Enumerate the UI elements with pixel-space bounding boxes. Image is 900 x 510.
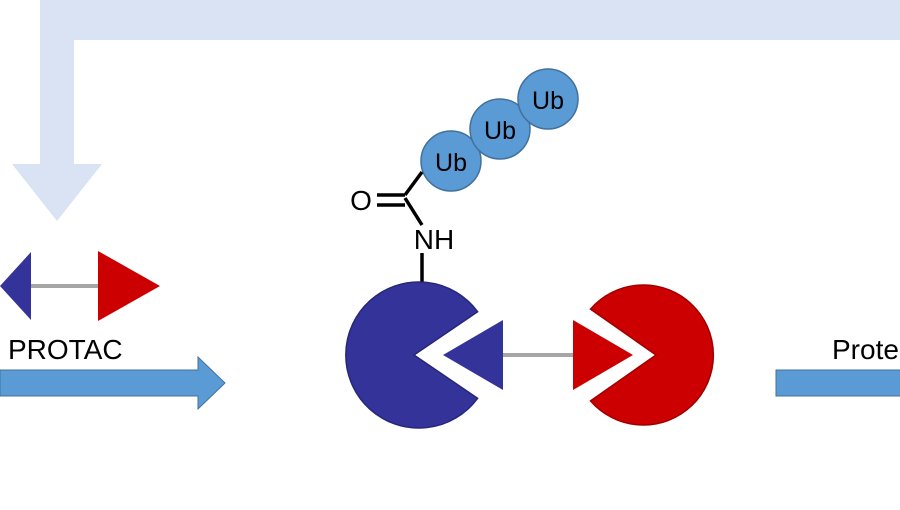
free-protac: [0, 251, 160, 321]
ubiquitin-bead: [420, 130, 482, 192]
ubiquitin-label: Ub: [435, 149, 467, 177]
recycle-arrow: [12, 0, 900, 221]
target-ligand-triangle: [573, 320, 633, 390]
ubiquitin-chain: Ub Ub Ub: [420, 68, 579, 192]
ubiquitin-label: Ub: [532, 87, 564, 115]
e3-ligand-triangle: [443, 320, 503, 390]
ubiquitin-label: Ub: [484, 117, 516, 145]
amide-bonds: [377, 170, 424, 285]
target-protein-shape: [589, 284, 715, 426]
nh-group-label: NH: [414, 224, 454, 255]
target-ligand-triangle: [98, 251, 160, 321]
protac-label: PROTAC: [8, 334, 123, 365]
bound-protac: [443, 320, 633, 390]
e3-ligand-triangle: [0, 252, 31, 320]
ubiquitin-bead: [469, 98, 531, 160]
right-process-arrow: [775, 369, 900, 397]
e3-ligase-shape: [345, 281, 479, 429]
left-process-arrow: [0, 355, 226, 411]
proteasome-label: Prote: [832, 334, 899, 365]
oxygen-atom-label: O: [350, 185, 372, 216]
ubiquitin-bead: [517, 68, 579, 130]
